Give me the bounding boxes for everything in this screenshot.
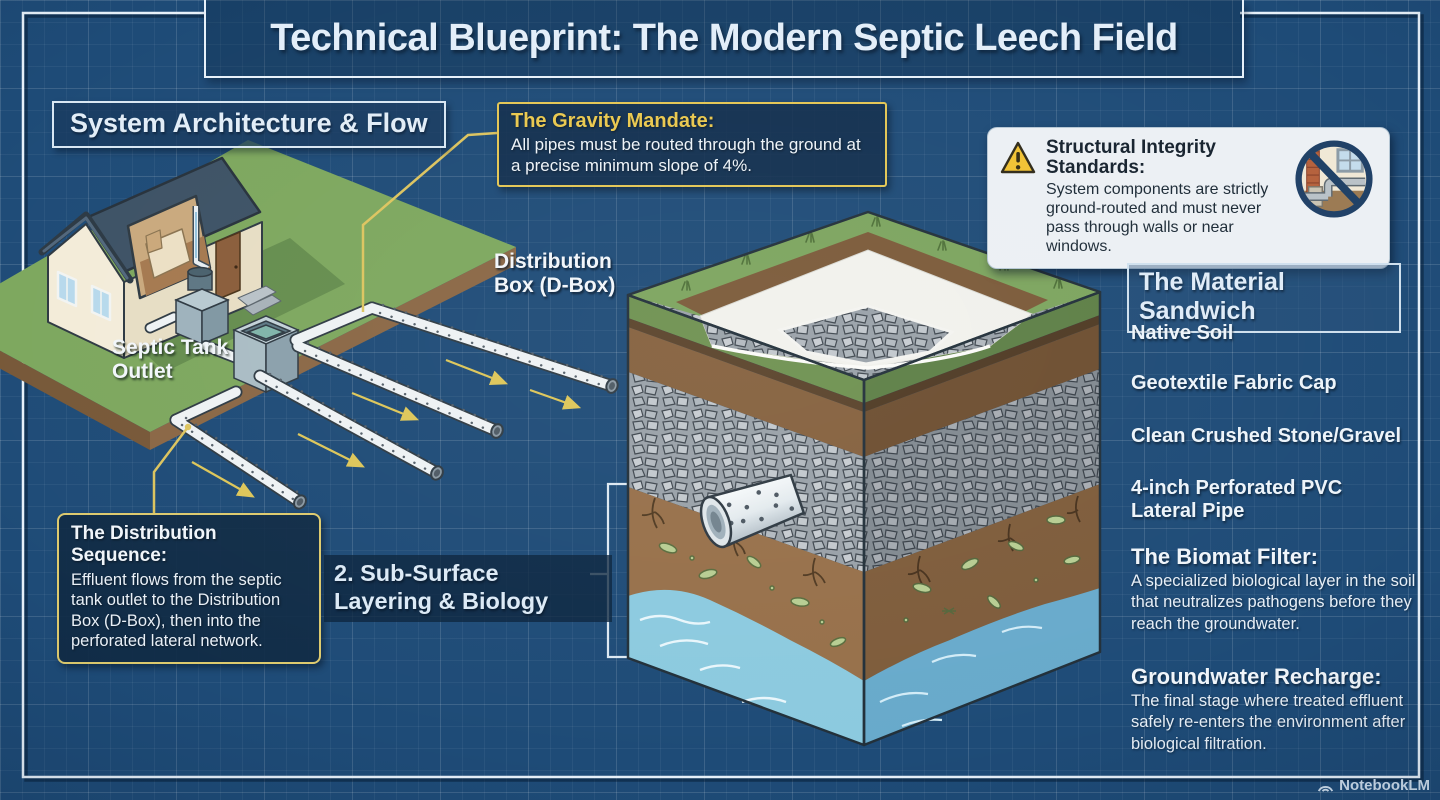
label-septic-tank-outlet: Septic Tank Outlet	[112, 336, 229, 384]
gravity-mandate-body: All pipes must be routed through the gro…	[511, 135, 861, 175]
bacteria-right	[903, 515, 1081, 623]
layer-item-pvc-pipe: 4-inch Perforated PVC Lateral Pipe	[1131, 477, 1343, 522]
layer-item-gravel: Clean Crushed Stone/Gravel	[1131, 425, 1402, 447]
pipe-end-caps	[293, 378, 619, 510]
layer-item-native-soil: Native Soil	[1131, 322, 1234, 344]
material-sandwich-heading: The Material Sandwich	[1127, 263, 1401, 333]
distribution-sequence-title: The Distribution Sequence:	[71, 523, 217, 566]
notebooklm-watermark: NotebookLM	[1317, 777, 1430, 794]
page-title: Technical Blueprint: The Modern Septic L…	[270, 16, 1178, 59]
section-heading-system-architecture: System Architecture & Flow	[52, 101, 446, 148]
water-highlights	[639, 614, 787, 704]
perforated-pipe-cross-section	[699, 473, 806, 549]
title-banner: Technical Blueprint: The Modern Septic L…	[204, 0, 1244, 78]
watermark-label: NotebookLM	[1339, 777, 1430, 794]
layer-item-geotextile: Geotextile Fabric Cap	[1131, 372, 1337, 394]
frame-border	[21, 11, 1424, 782]
label-distribution-box: Distribution Box (D-Box)	[494, 250, 616, 298]
structural-integrity-body: System components are strictly ground-ro…	[1046, 180, 1269, 256]
lateral-pipes	[169, 301, 619, 510]
warning-triangle-icon	[1000, 141, 1036, 174]
roots-right	[907, 495, 1081, 585]
biomat-filter-title: The Biomat Filter:	[1131, 544, 1319, 569]
flow-arrows	[191, 358, 582, 498]
groundwater-recharge-title: Groundwater Recharge:	[1131, 664, 1382, 689]
cross-section	[626, 210, 1102, 747]
callout-gravity-mandate: The Gravity Mandate: All pipes must be r…	[497, 102, 887, 188]
pipe-perforations	[180, 303, 612, 503]
septic-tank	[174, 266, 230, 346]
no-pipes-through-walls-icon	[1295, 140, 1373, 218]
connector-lines	[152, 131, 498, 513]
notebooklm-logo-icon	[1318, 785, 1334, 792]
groundwater-recharge-body: The final stage where treated effluent s…	[1131, 692, 1406, 753]
section-heading-subsurface: 2. Sub-Surface Layering & Biology	[324, 555, 612, 623]
callout-structural-integrity: Structural Integrity Standards: System c…	[987, 127, 1390, 269]
door	[215, 231, 241, 301]
system-architecture-heading: System Architecture & Flow	[70, 108, 428, 138]
gravity-mandate-title: The Gravity Mandate:	[511, 110, 715, 132]
bacteria-left	[658, 542, 847, 648]
distribution-sequence-body: Effluent flows from the septic tank outl…	[71, 571, 282, 651]
biomat-filter-body: A specialized biological layer in the so…	[1131, 572, 1416, 633]
callout-distribution-sequence: The Distribution Sequence: Effluent flow…	[57, 513, 321, 664]
structural-integrity-title: Structural Integrity Standards:	[1046, 137, 1216, 178]
